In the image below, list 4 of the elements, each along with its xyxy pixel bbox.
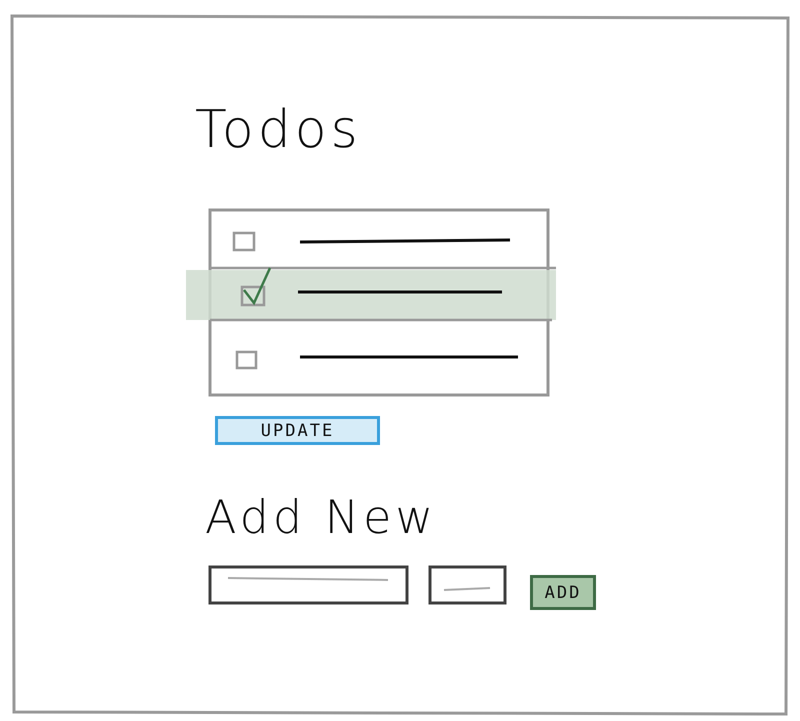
page-title: Todos — [195, 100, 362, 160]
section-heading: Add New — [205, 490, 438, 544]
add-button: ADD — [530, 575, 596, 610]
update-button: UPDATE — [215, 416, 380, 445]
